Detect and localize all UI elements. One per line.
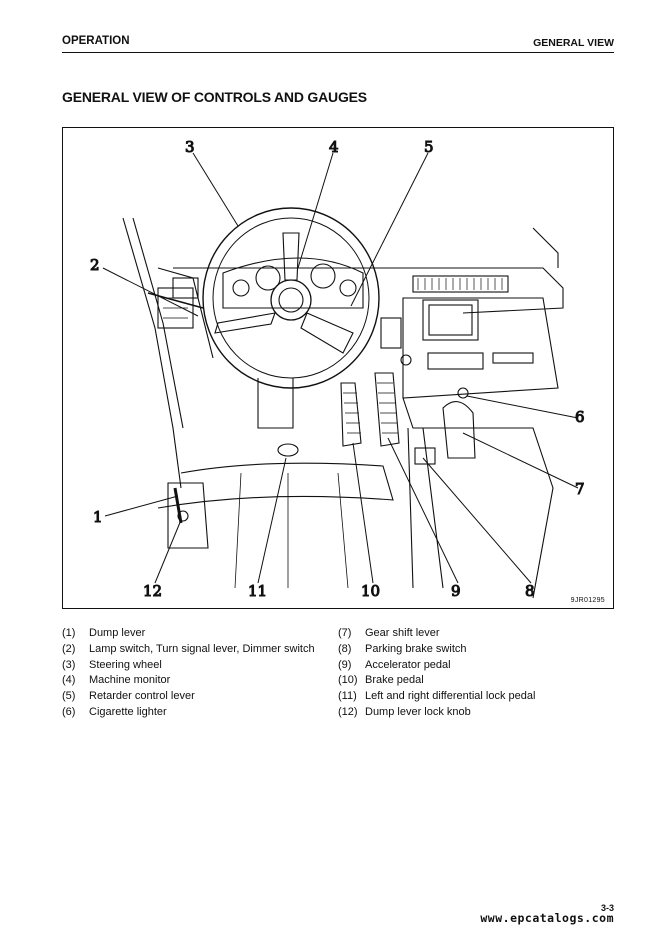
legend-number: (2) xyxy=(62,642,76,655)
callout-5: 5 xyxy=(424,138,434,156)
callout-3: 3 xyxy=(185,138,195,156)
callout-11: 11 xyxy=(248,582,267,600)
legend-label: Lamp switch, Turn signal lever, Dimmer s… xyxy=(89,642,315,655)
legend-item: (9) Accelerator pedal xyxy=(338,658,535,674)
dump-lever xyxy=(173,487,183,524)
dump-lever-lock-knob xyxy=(177,510,189,522)
legend-item: (5) Retarder control lever xyxy=(62,689,315,705)
legend-item: (10) Brake pedal xyxy=(338,673,535,689)
legend-number: (7) xyxy=(338,627,352,639)
legend-number: (4) xyxy=(62,674,76,687)
legend-item: (11) Left and right differential lock ped… xyxy=(338,689,535,705)
legend-item: (6) Cigarette lighter xyxy=(62,705,315,721)
legend-number: (5) xyxy=(62,690,76,703)
callout-2: 2 xyxy=(90,256,100,274)
header-section: OPERATION xyxy=(62,35,130,47)
steering-wheel-rim xyxy=(202,207,380,389)
right-panel xyxy=(402,297,559,399)
instrument-cluster xyxy=(222,257,364,309)
cigarette-lighter-knob xyxy=(457,387,469,399)
center-display xyxy=(422,299,479,341)
accelerator-pedal xyxy=(374,372,400,447)
legend-item: (12) Dump lever lock knob xyxy=(338,705,535,721)
legend-label: Cigarette lighter xyxy=(89,705,167,718)
callout-10: 10 xyxy=(361,582,380,600)
legend-number: (9) xyxy=(338,658,352,671)
cab-drawing: 1 2 3 4 5 6 7 8 9 10 11 12 xyxy=(89,137,585,600)
horn-button xyxy=(278,287,304,313)
floor-line xyxy=(157,462,394,509)
page-number: 3-3 xyxy=(600,903,614,913)
legend-number: (10) xyxy=(338,674,358,687)
left-switch-panel xyxy=(157,287,194,329)
callout-leaders xyxy=(102,152,579,584)
header-rule xyxy=(62,52,614,53)
dash-vent xyxy=(412,275,509,293)
dash-top xyxy=(173,267,564,314)
controls-illustration: 1 2 3 4 5 6 7 8 9 10 11 12 9JR01295 xyxy=(62,127,614,609)
display-screen xyxy=(428,304,473,336)
legend-item: (8) Parking brake switch xyxy=(338,642,535,658)
legend-number: (1) xyxy=(62,627,76,639)
watermark: www.epcatalogs.com xyxy=(480,911,614,925)
console-side xyxy=(407,427,444,589)
legend-item: (7) Gear shift lever xyxy=(338,626,535,642)
legend-label: Left and right differential lock pedal xyxy=(365,690,536,703)
legend-label: Accelerator pedal xyxy=(365,658,451,671)
gear-shift-lever xyxy=(442,401,476,459)
callout-1: 1 xyxy=(93,508,103,526)
parking-brake-switch xyxy=(414,447,436,465)
brake-pedal xyxy=(340,382,362,447)
callout-9: 9 xyxy=(451,582,461,600)
legend-label: Machine monitor xyxy=(89,674,171,687)
header-page-title: GENERAL VIEW xyxy=(533,37,614,49)
legend-label: Brake pedal xyxy=(365,674,424,687)
switch-row xyxy=(492,352,534,364)
callout-6: 6 xyxy=(575,408,585,426)
a-pillar-inner xyxy=(132,217,184,429)
legend-number: (6) xyxy=(62,705,76,718)
diff-lock-pedal xyxy=(277,443,299,457)
spoke-right xyxy=(300,312,354,354)
legend-number: (8) xyxy=(338,642,352,655)
dump-lever-box xyxy=(167,482,209,549)
figure-code: 9JR01295 xyxy=(570,597,605,604)
legend-label: Dump lever xyxy=(89,627,146,639)
spoke-left xyxy=(214,312,276,334)
legend-item: (3) Steering wheel xyxy=(62,658,315,674)
callout-4: 4 xyxy=(329,138,339,156)
radio-unit xyxy=(427,352,484,370)
gauge-small-left xyxy=(232,279,250,297)
legend-right: (7) Gear shift lever (8) Parking brake swi… xyxy=(338,626,535,721)
dash-corner xyxy=(532,227,559,268)
steering-wheel-inner xyxy=(212,217,370,379)
legend-left: (1) Dump lever (2) Lamp switch, Turn signa… xyxy=(62,626,315,721)
legend-label: Dump lever lock knob xyxy=(365,705,471,718)
spoke-top xyxy=(282,232,300,281)
legend-item: (2) Lamp switch, Turn signal lever, Dimme… xyxy=(62,642,315,658)
gauge-small-right xyxy=(339,279,357,297)
legend-item: (1) Dump lever xyxy=(62,626,315,642)
steering-hub xyxy=(270,279,312,321)
lighter-socket xyxy=(400,354,412,366)
callout-7: 7 xyxy=(575,480,585,498)
callout-8: 8 xyxy=(525,582,535,600)
steering-column xyxy=(257,378,294,429)
gauge-right xyxy=(310,263,336,289)
gauge-left xyxy=(255,265,281,291)
callout-12: 12 xyxy=(143,582,162,600)
a-pillar xyxy=(122,217,182,489)
legend-label: Retarder control lever xyxy=(89,690,195,703)
right-switch-panel xyxy=(380,317,402,349)
legend-label: Gear shift lever xyxy=(365,627,440,639)
legend-number: (3) xyxy=(62,658,76,671)
legend-number: (12) xyxy=(338,705,358,718)
legend-item: (4) Machine monitor xyxy=(62,673,315,689)
legend-label: Parking brake switch xyxy=(365,642,467,655)
legend-number: (11) xyxy=(338,690,357,703)
section-title: GENERAL VIEW OF CONTROLS AND GAUGES xyxy=(62,89,367,105)
legend-label: Steering wheel xyxy=(89,658,162,671)
center-console xyxy=(402,397,554,599)
